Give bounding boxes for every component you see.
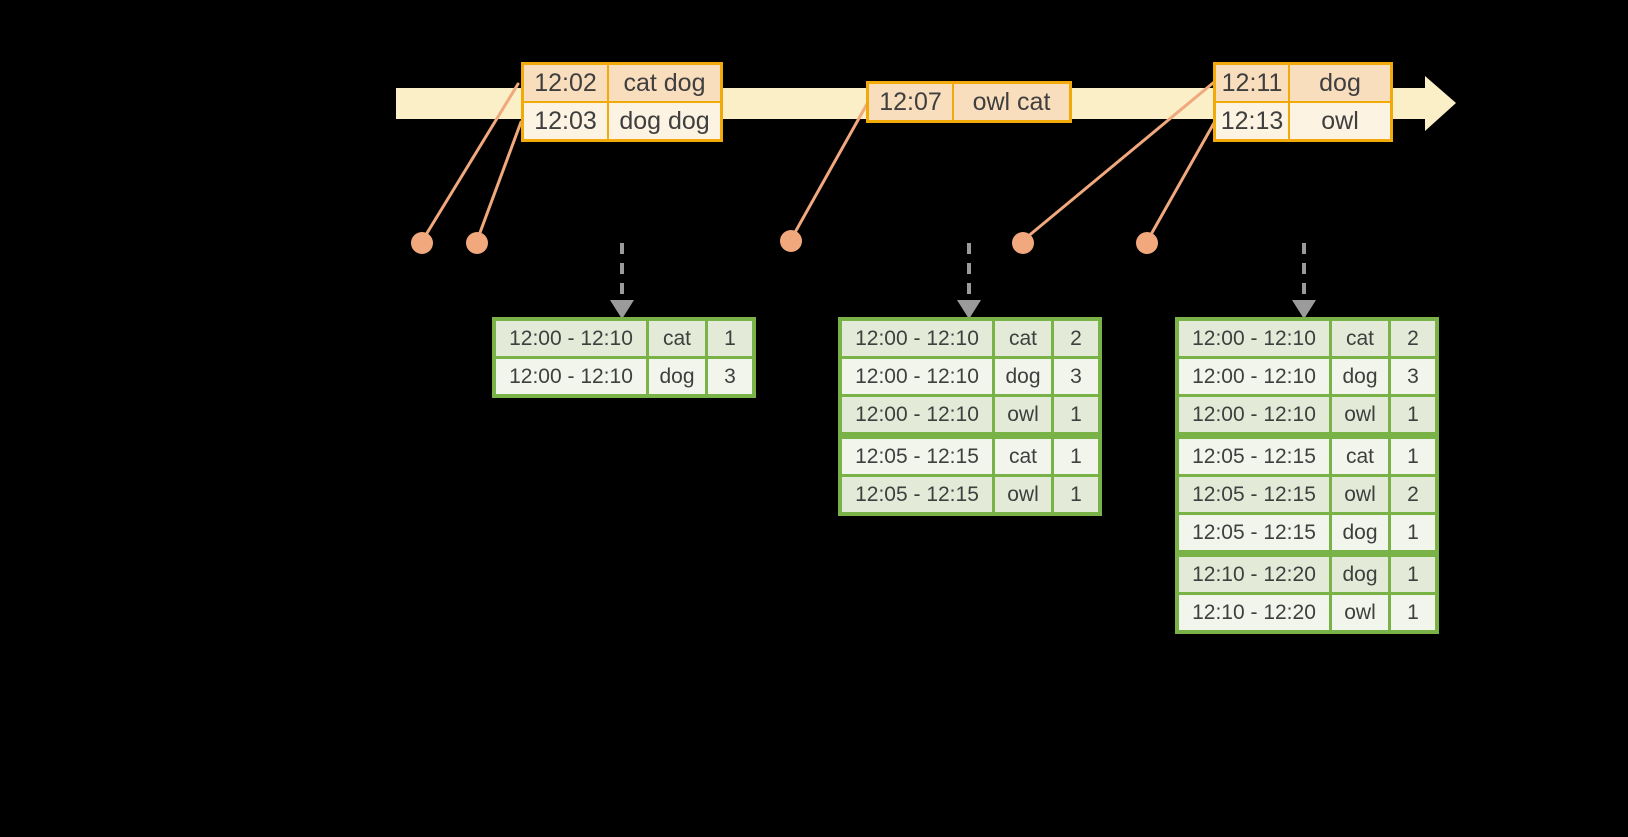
- result-count: 2: [1391, 477, 1435, 512]
- result-count: 1: [1391, 397, 1435, 432]
- result-row: 12:00 - 12:10 dog 3: [496, 359, 752, 394]
- result-window: 12:00 - 12:10: [842, 321, 992, 356]
- result-count: 1: [1054, 439, 1098, 474]
- result-word: cat: [649, 321, 705, 356]
- result-word: owl: [1332, 397, 1388, 432]
- result-window: 12:00 - 12:10: [1179, 397, 1329, 432]
- event-time: 12:13: [1216, 103, 1288, 139]
- timeline-arrowhead-icon: [1425, 76, 1456, 131]
- result-count: 1: [1391, 515, 1435, 550]
- result-window: 12:00 - 12:10: [842, 397, 992, 432]
- result-word: dog: [995, 359, 1051, 394]
- result-count: 1: [1054, 477, 1098, 512]
- trigger-arrows: [620, 243, 1306, 302]
- result-row: 12:00 - 12:10 owl 1: [842, 397, 1098, 432]
- event-markers: [411, 230, 1158, 254]
- arrow-down-icon: [610, 300, 634, 319]
- result-word: dog: [1332, 515, 1388, 550]
- connector-line: [422, 82, 520, 240]
- event-row: 12:13 owl: [1216, 103, 1390, 139]
- connector-line: [791, 102, 869, 238]
- trigger-arrowheads: [610, 300, 1316, 319]
- result-count: 1: [708, 321, 752, 356]
- event-row: 12:11 dog: [1216, 65, 1390, 101]
- event-time: 12:02: [524, 65, 607, 101]
- result-row: 12:00 - 12:10 cat 1: [496, 321, 752, 356]
- result-window: 12:05 - 12:15: [1179, 515, 1329, 550]
- result-row: 12:05 - 12:15 dog 1: [1179, 515, 1435, 550]
- event-time: 12:03: [524, 103, 607, 139]
- event-dot-icon: [780, 230, 802, 252]
- event-table-1: 12:02 cat dog 12:03 dog dog: [521, 62, 723, 142]
- result-table-3: 12:00 - 12:10 cat 2 12:00 - 12:10 dog 3 …: [1175, 317, 1439, 634]
- result-window: 12:05 - 12:15: [842, 439, 992, 474]
- event-words: owl: [1290, 103, 1390, 139]
- event-table-3: 12:11 dog 12:13 owl: [1213, 62, 1393, 142]
- result-count: 3: [708, 359, 752, 394]
- connector-line: [1147, 121, 1216, 240]
- result-count: 2: [1054, 321, 1098, 356]
- result-row: 12:05 - 12:15 owl 1: [842, 477, 1098, 512]
- result-word: owl: [1332, 477, 1388, 512]
- result-word: cat: [1332, 321, 1388, 356]
- result-window: 12:05 - 12:15: [1179, 439, 1329, 474]
- result-window: 12:10 - 12:20: [1179, 557, 1329, 592]
- result-row: 12:00 - 12:10 cat 2: [842, 321, 1098, 356]
- result-row: 12:05 - 12:15 cat 1: [842, 439, 1098, 474]
- result-window: 12:00 - 12:10: [496, 321, 646, 356]
- result-word: cat: [1332, 439, 1388, 474]
- result-row: 12:00 - 12:10 dog 3: [842, 359, 1098, 394]
- event-row: 12:07 owl cat: [869, 84, 1069, 120]
- result-window: 12:10 - 12:20: [1179, 595, 1329, 630]
- result-word: cat: [995, 439, 1051, 474]
- result-row: 12:05 - 12:15 owl 2: [1179, 477, 1435, 512]
- event-dot-icon: [466, 232, 488, 254]
- arrow-down-icon: [1292, 300, 1316, 319]
- result-count: 3: [1054, 359, 1098, 394]
- event-row: 12:03 dog dog: [524, 103, 720, 139]
- result-word: owl: [995, 477, 1051, 512]
- result-count: 1: [1391, 595, 1435, 630]
- result-word: owl: [1332, 595, 1388, 630]
- result-count: 2: [1391, 321, 1435, 356]
- result-row: 12:10 - 12:20 owl 1: [1179, 595, 1435, 630]
- result-window: 12:00 - 12:10: [1179, 359, 1329, 394]
- result-window: 12:05 - 12:15: [842, 477, 992, 512]
- arrow-down-icon: [957, 300, 981, 319]
- connector-line: [476, 120, 523, 240]
- event-time: 12:07: [869, 84, 952, 120]
- event-time: 12:11: [1216, 65, 1288, 101]
- result-count: 1: [1054, 397, 1098, 432]
- event-dot-icon: [1012, 232, 1034, 254]
- result-row: 12:00 - 12:10 owl 1: [1179, 397, 1435, 432]
- result-table-2: 12:00 - 12:10 cat 2 12:00 - 12:10 dog 3 …: [838, 317, 1102, 516]
- result-word: cat: [995, 321, 1051, 356]
- result-table-1: 12:00 - 12:10 cat 1 12:00 - 12:10 dog 3: [492, 317, 756, 398]
- result-count: 1: [1391, 439, 1435, 474]
- connector-line: [1024, 81, 1215, 240]
- result-window: 12:00 - 12:10: [1179, 321, 1329, 356]
- event-words: cat dog: [609, 65, 720, 101]
- event-dot-icon: [1136, 232, 1158, 254]
- result-row: 12:00 - 12:10 dog 3: [1179, 359, 1435, 394]
- event-table-2: 12:07 owl cat: [866, 81, 1072, 123]
- result-word: dog: [1332, 359, 1388, 394]
- event-connector-lines: [422, 81, 1216, 240]
- event-words: dog dog: [609, 103, 720, 139]
- result-window: 12:00 - 12:10: [842, 359, 992, 394]
- result-count: 1: [1391, 557, 1435, 592]
- result-count: 3: [1391, 359, 1435, 394]
- event-words: owl cat: [954, 84, 1069, 120]
- event-words: dog: [1290, 65, 1390, 101]
- result-window: 12:00 - 12:10: [496, 359, 646, 394]
- result-row: 12:00 - 12:10 cat 2: [1179, 321, 1435, 356]
- result-word: dog: [649, 359, 705, 394]
- event-row: 12:02 cat dog: [524, 65, 720, 101]
- result-word: owl: [995, 397, 1051, 432]
- result-row: 12:10 - 12:20 dog 1: [1179, 557, 1435, 592]
- result-window: 12:05 - 12:15: [1179, 477, 1329, 512]
- result-row: 12:05 - 12:15 cat 1: [1179, 439, 1435, 474]
- result-word: dog: [1332, 557, 1388, 592]
- event-dot-icon: [411, 232, 433, 254]
